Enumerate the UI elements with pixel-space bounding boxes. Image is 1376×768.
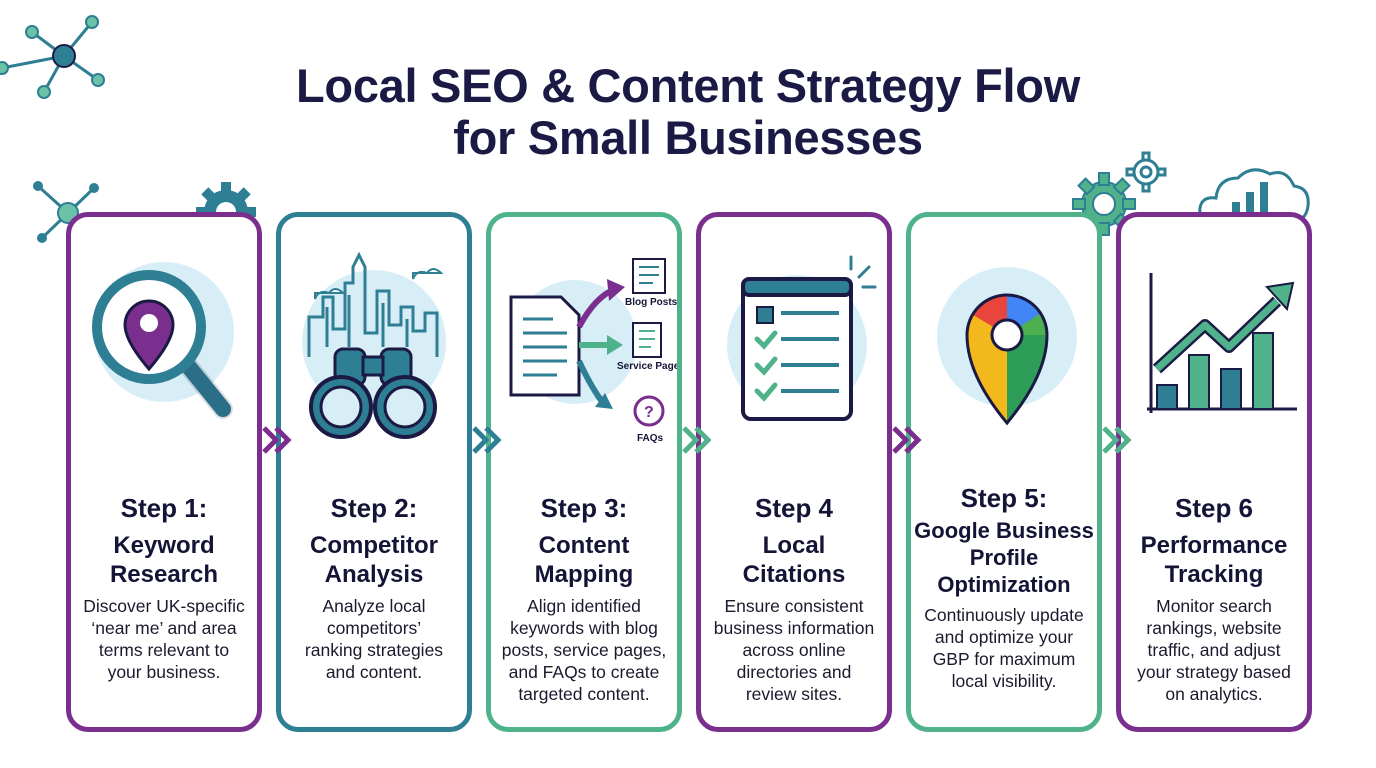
step-card-5: Step 5: Google Business Profile Optimiza… (906, 212, 1102, 732)
google-maps-pin-icon (937, 267, 1077, 426)
title-line-1: Local SEO & Content Strategy Flow (296, 59, 1080, 112)
chevron-right-icon (892, 426, 922, 454)
growth-bar-chart-icon (1147, 273, 1297, 413)
chevron-right-icon (1102, 426, 1132, 454)
step-description: Monitor search rankings, website traffic… (1137, 596, 1291, 704)
step-label: Step 1: (120, 493, 208, 523)
service-pages-label: Service Pages (617, 361, 677, 372)
step-label: Step 2: (330, 493, 418, 523)
chevron-right-icon (682, 426, 712, 454)
document-mapping-icon: Blog Posts Service Pages ? FAQs (509, 258, 677, 444)
network-nodes-icon (0, 15, 105, 99)
faqs-label: FAQs (637, 433, 664, 444)
step-name: Google Business Profile Optimization (914, 518, 1094, 597)
step-description: Analyze local competitors’ ranking strat… (304, 596, 444, 682)
step-label: Step 6 (1174, 493, 1254, 523)
step-label: Step 5: (960, 483, 1048, 513)
step-name: Keyword Research (109, 532, 219, 588)
step-card-4: Step 4 Local Citations Ensure consistent… (696, 212, 892, 732)
title-line-2: for Small Businesses (453, 111, 923, 164)
step-card-3: Blog Posts Service Pages ? FAQs Step 3: … (486, 212, 682, 732)
step-description: Discover UK-specific ‘near me’ and area … (83, 596, 245, 682)
step-name: Competitor Analysis (310, 532, 438, 588)
chevron-right-icon (262, 426, 292, 454)
step-card-6: Step 6 Performance Tracking Monitor sear… (1116, 212, 1312, 732)
gears-pair-icon (1072, 151, 1167, 236)
page-title: Local SEO & Content Strategy Flow for Sm… (0, 60, 1376, 164)
step-name: Performance Tracking (1140, 532, 1288, 588)
step-card-2: Step 2: Competitor Analysis Analyze loca… (276, 212, 472, 732)
step-name: Local Citations (742, 532, 846, 588)
step-label: Step 3: (540, 493, 628, 523)
step-description: Continuously update and optimize your GB… (924, 605, 1084, 691)
step-description: Align identified keywords with blog post… (501, 596, 667, 704)
magnifier-location-pin-icon (92, 262, 234, 419)
chevron-right-icon (472, 426, 502, 454)
binoculars-city-icon (302, 251, 446, 439)
step-card-1: Step 1: Keyword Research Discover UK-spe… (66, 212, 262, 732)
svg-text:?: ? (644, 404, 654, 421)
blog-posts-label: Blog Posts (625, 297, 677, 308)
step-description: Ensure consistent business information a… (713, 596, 875, 704)
step-label: Step 4 (754, 493, 834, 523)
checklist-browser-icon (727, 255, 877, 421)
step-name: Content Mapping (534, 532, 634, 588)
